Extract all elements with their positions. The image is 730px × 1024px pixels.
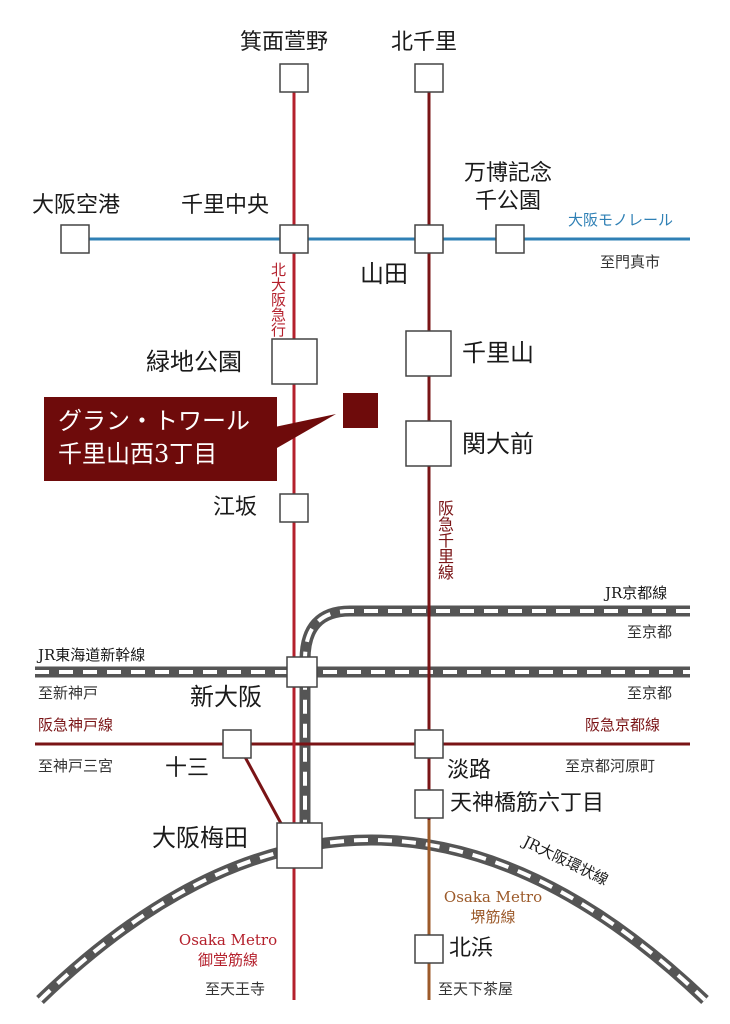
label-esaka: 江坂	[213, 495, 258, 520]
dest-kadoma: 至門真市	[600, 253, 661, 271]
station-marker-esaka[interactable]	[279, 493, 309, 523]
station-marker-senriyama[interactable]	[405, 330, 452, 377]
dest-tenkachaya: 至天下茶屋	[438, 980, 514, 998]
dest-tennoji: 至天王寺	[205, 980, 266, 998]
jr-loop-line	[36, 834, 709, 1004]
label-awaji: 淡路	[447, 758, 492, 783]
label-minoh-kayano: 箕面萱野	[240, 30, 329, 55]
label-juso: 十三	[165, 756, 210, 781]
label-sakaisuji-1: Osaka Metro	[443, 888, 543, 906]
label-kyoto-line: 阪急京都線	[585, 716, 661, 734]
label-shin-osaka: 新大阪	[190, 683, 262, 711]
label-sakaisuji-2: 堺筋線	[470, 908, 516, 926]
label-kitakyu-col1: 北大阪急行	[269, 262, 287, 337]
label-shinkansen: JR東海道新幹線	[38, 646, 146, 664]
station-marker-tenjinbashi[interactable]	[414, 789, 444, 819]
label-kitahama: 北浜	[449, 936, 494, 961]
label-kitakyu: 北大阪急行	[269, 262, 287, 337]
label-osaka-umeda: 大阪梅田	[152, 824, 248, 852]
label-tenjinbashi: 天神橋筋六丁目	[450, 791, 605, 816]
dest-kyoto-jr: 至京都	[627, 623, 673, 641]
property-name-line2: 千里山西3丁目	[58, 440, 218, 468]
station-markers	[60, 63, 525, 964]
dest-kyoto-kawaramachi: 至京都河原町	[565, 757, 656, 775]
label-kita-senri: 北千里	[391, 30, 458, 55]
label-monorail: 大阪モノレール	[568, 211, 674, 229]
callout-pointer	[270, 414, 336, 452]
dest-kobe-sannomiya: 至神戸三宮	[38, 757, 114, 775]
station-marker-kitahama[interactable]	[414, 934, 444, 964]
station-marker-yamada[interactable]	[414, 224, 444, 254]
label-midosuji-1: Osaka Metro	[178, 931, 278, 949]
label-yamada: 山田	[360, 260, 408, 288]
label-midosuji-2: 御堂筋線	[197, 951, 258, 969]
dest-shin-kobe: 至新神戸	[38, 684, 99, 702]
station-marker-osaka-umeda[interactable]	[276, 822, 323, 869]
station-marker-juso[interactable]	[222, 729, 252, 759]
station-marker-ryokuchi-koen[interactable]	[271, 338, 318, 385]
property-name-line1: グラン・トワール	[58, 407, 250, 435]
station-marker-minoh-kayano[interactable]	[279, 63, 309, 93]
label-jr-kyoto: JR京都線	[605, 584, 668, 602]
label-kandaimae: 関大前	[462, 430, 534, 458]
station-marker-kandaimae[interactable]	[405, 420, 452, 467]
label-banpaku-line2: 千公園	[474, 189, 541, 214]
label-senri-line: 阪急千里線	[435, 500, 454, 580]
label-kobe-line: 阪急神戸線	[38, 716, 114, 734]
label-banpaku-line1: 万博記念	[463, 161, 552, 186]
station-marker-kita-senri[interactable]	[414, 63, 444, 93]
station-marker-banpaku[interactable]	[495, 224, 525, 254]
dest-kyoto-shinkansen: 至京都	[627, 684, 673, 702]
property-callout[interactable]: グラン・トワール 千里山西3丁目	[44, 397, 277, 481]
property-marker[interactable]	[343, 393, 378, 428]
label-senri-chuo: 千里中央	[181, 193, 270, 218]
station-marker-osaka-airport[interactable]	[60, 224, 90, 254]
label-midosuji: Osaka Metro 御堂筋線	[158, 930, 298, 970]
label-senriyama: 千里山	[462, 339, 534, 367]
station-marker-senri-chuo[interactable]	[279, 224, 309, 254]
label-osaka-airport: 大阪空港	[32, 193, 121, 218]
station-marker-shin-osaka[interactable]	[286, 656, 318, 688]
label-ryokuchi-koen: 緑地公園	[146, 348, 242, 376]
label-banpaku: 万博記念 千公園	[458, 160, 558, 216]
station-marker-awaji[interactable]	[414, 729, 444, 759]
label-sakaisuji: Osaka Metro 堺筋線	[428, 887, 558, 927]
